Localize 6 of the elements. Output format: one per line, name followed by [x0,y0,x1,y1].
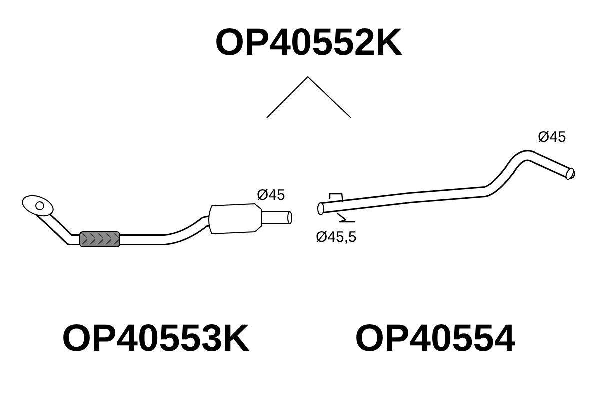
part-number: OP40554 [355,318,516,361]
title: OP40552K [214,22,404,65]
dimension-label: Ø45 [538,129,566,146]
dimension-label: Ø45 [257,187,286,204]
dimension-label: Ø45,5 [316,229,357,246]
part-number: OP40553K [62,318,250,361]
